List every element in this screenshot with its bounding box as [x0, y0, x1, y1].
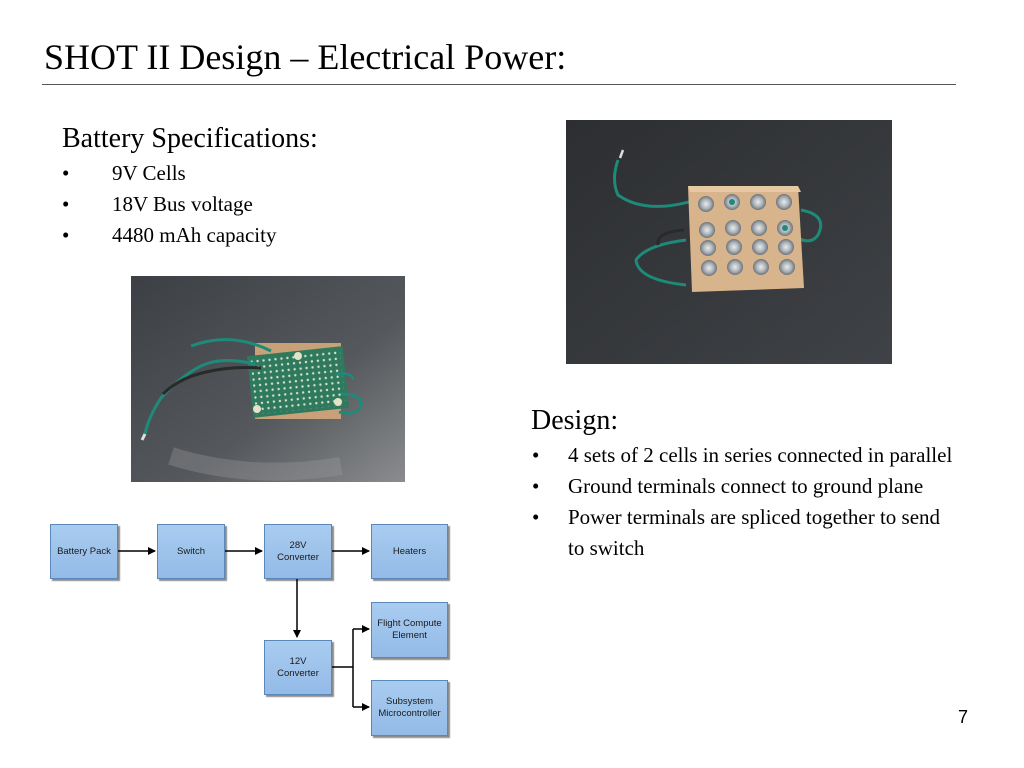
converter-12v-block: 12V Converter	[264, 640, 332, 695]
converter-28v-block: 28V Converter	[264, 524, 332, 579]
list-item: •4 sets of 2 cells in series connected i…	[531, 440, 961, 471]
battery-specs-list: •9V Cells •18V Bus voltage •4480 mAh cap…	[62, 158, 276, 251]
list-item: •4480 mAh capacity	[62, 220, 276, 251]
page-number: 7	[957, 707, 968, 727]
switch-block: Switch	[157, 524, 225, 579]
diagram-arrows	[118, 547, 370, 711]
bullet-icon: •	[532, 505, 540, 529]
design-heading: Design:	[531, 405, 619, 436]
power-block-diagram: Battery Pack Switch 28V Converter Heater…	[48, 520, 452, 740]
bullet-icon: •	[62, 192, 70, 216]
battery-specs-heading: Battery Specifications:	[62, 123, 318, 154]
battery-cells-photo	[566, 120, 892, 364]
title-divider	[42, 84, 956, 85]
subsystem-microcontroller-block: Subsystem Microcontroller	[371, 680, 448, 736]
design-list: •4 sets of 2 cells in series connected i…	[531, 440, 961, 564]
battery-pack-block: Battery Pack	[50, 524, 118, 579]
list-item: •18V Bus voltage	[62, 189, 276, 220]
heaters-block: Heaters	[371, 524, 448, 579]
bullet-icon: •	[62, 223, 70, 247]
list-item: •9V Cells	[62, 158, 276, 189]
bullet-icon: •	[62, 161, 70, 185]
bullet-icon: •	[532, 443, 540, 467]
slide-title: SHOT II Design – Electrical Power:	[44, 37, 567, 77]
flight-compute-block: Flight Compute Element	[371, 602, 448, 658]
battery-pack-photo	[131, 276, 405, 482]
bullet-icon: •	[532, 474, 540, 498]
list-item: •Power terminals are spliced together to…	[531, 502, 961, 564]
list-item: •Ground terminals connect to ground plan…	[531, 471, 961, 502]
